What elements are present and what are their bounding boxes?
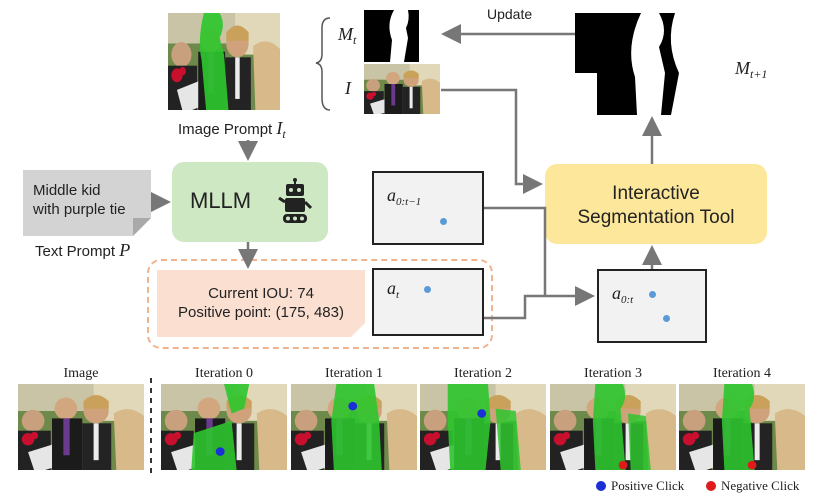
strip-original-image: [18, 384, 144, 470]
action-prev-box: a0:t−1: [372, 171, 484, 245]
positive-click-marker: [596, 481, 606, 491]
iteration-label-2: Iteration 2: [454, 366, 512, 381]
text-prompt-line1: Middle kid: [33, 182, 101, 199]
mllm-box: MLLM: [172, 162, 328, 242]
iteration-label-0: Iteration 0: [195, 366, 253, 381]
negative-click-marker: [706, 481, 716, 491]
iteration-image-2: [420, 384, 546, 470]
point-marker: [663, 315, 670, 322]
point-marker: [440, 218, 447, 225]
action-all-box: a0:t: [597, 269, 707, 343]
output-point: Positive point: (175, 483): [178, 304, 344, 321]
image-label: I: [345, 78, 351, 98]
mask-next-label: Mt+1: [735, 58, 768, 81]
positive-click-label: Positive Click: [611, 478, 685, 493]
output-text-box: Current IOU: 74 Positive point: (175, 48…: [157, 270, 365, 337]
image-prompt-photo: [168, 13, 280, 110]
mask-next-thumbnail: [575, 13, 723, 115]
segmentation-tool-box: Interactive Segmentation Tool: [545, 164, 767, 244]
mask-t-thumbnail: [364, 10, 440, 62]
iteration-image-4: [679, 384, 805, 470]
tool-label-line2: Segmentation Tool: [577, 207, 735, 228]
update-label: Update: [487, 6, 533, 22]
text-prompt-line2: with purple tie: [33, 201, 126, 218]
iteration-label-1: Iteration 1: [325, 366, 383, 381]
mllm-label: MLLM: [190, 188, 252, 213]
output-iou: Current IOU: 74: [208, 285, 314, 302]
output-region: [147, 259, 493, 349]
image-prompt-label: Image Prompt It: [178, 118, 286, 141]
iteration-label-4: Iteration 4: [713, 366, 771, 381]
iteration-label-3: Iteration 3: [584, 366, 642, 381]
robot-icon: [278, 178, 312, 223]
point-marker: [649, 291, 656, 298]
strip-image-label: Image: [63, 366, 99, 381]
mask-t-label: Mt: [338, 24, 357, 47]
action-current-box: at: [372, 268, 484, 336]
text-prompt-label: Text Prompt P: [35, 240, 131, 260]
text-prompt-note: Middle kid with purple tie: [23, 170, 151, 236]
negative-click-label: Negative Click: [721, 478, 800, 493]
tool-label-line1: Interactive: [612, 183, 700, 204]
legend: Positive Click Negative Click: [596, 478, 826, 496]
iteration-image-1: [291, 384, 417, 470]
iteration-image-3: [550, 384, 676, 470]
iteration-image-0: [161, 384, 287, 470]
point-marker: [424, 286, 431, 293]
